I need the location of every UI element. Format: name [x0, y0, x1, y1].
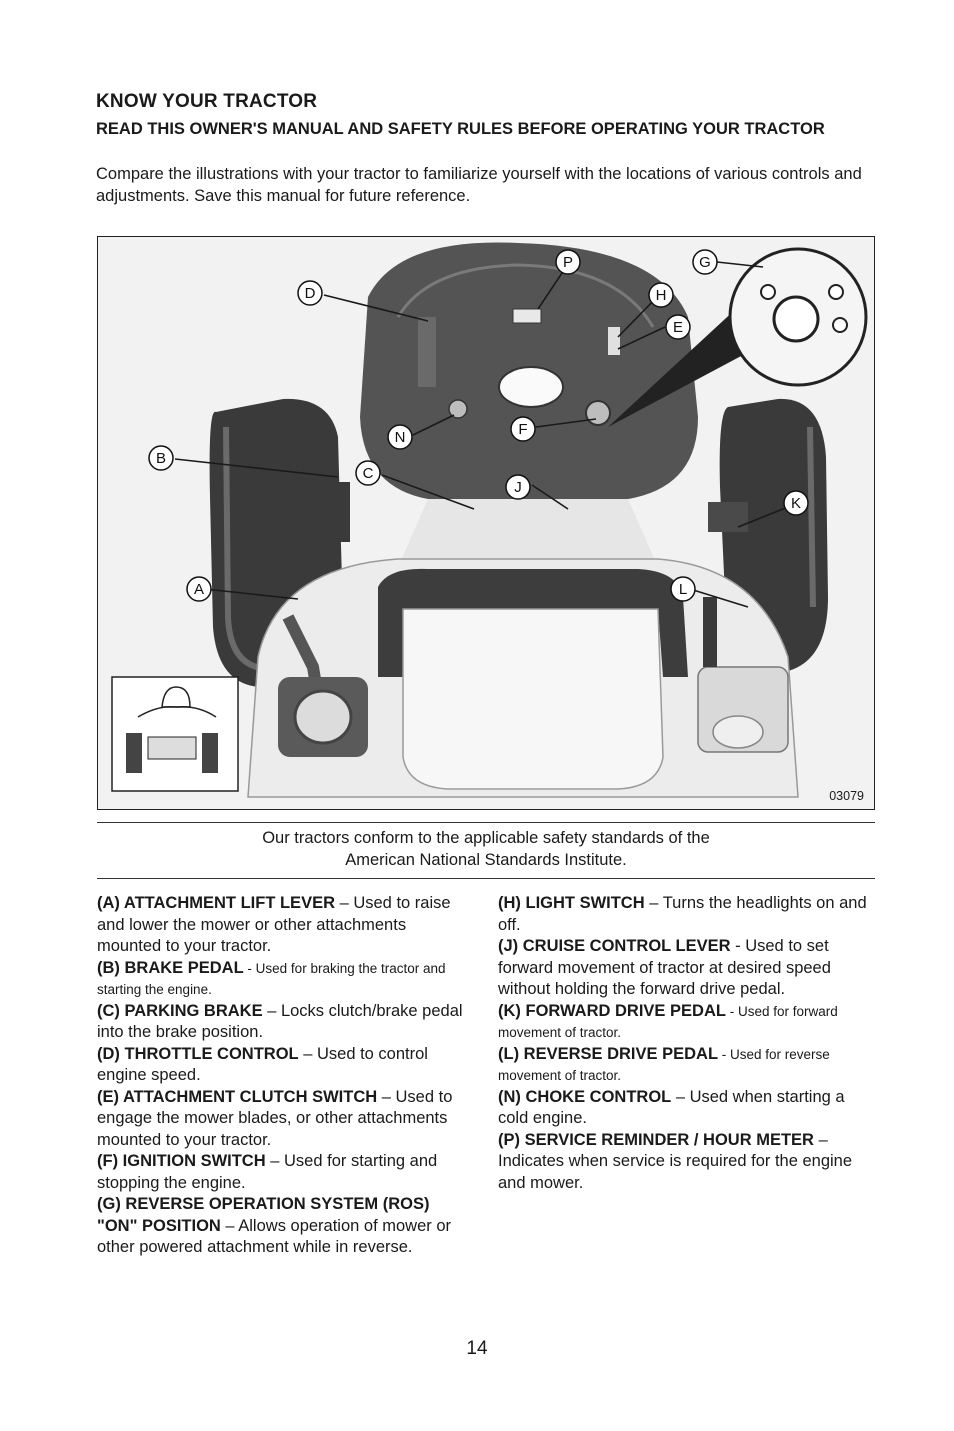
control-description: (J) CRUISE CONTROL LEVER - Used to set f…: [498, 936, 874, 1001]
callout-l: L: [670, 576, 696, 602]
control-desc: - Used for forward movement of tractor.: [498, 1003, 838, 1041]
control-desc: – Used to control engine speed.: [97, 1044, 428, 1085]
control-term: (F) IGNITION SWITCH: [97, 1152, 266, 1170]
svg-text:B: B: [156, 450, 166, 467]
control-description: (H) LIGHT SWITCH – Turns the headlights …: [498, 893, 874, 936]
svg-text:P: P: [563, 254, 573, 271]
svg-text:H: H: [656, 287, 667, 304]
callout-f: F: [510, 416, 536, 442]
svg-text:L: L: [679, 581, 687, 598]
control-term: (J) CRUISE CONTROL LEVER: [498, 937, 731, 955]
control-desc: – Used to engage the mower blades, or ot…: [97, 1087, 453, 1149]
control-desc: - Used for reverse movement of tractor.: [498, 1046, 830, 1084]
control-term: (G) REVERSE OPERATION SYSTEM (ROS) "ON" …: [97, 1195, 430, 1235]
control-desc: – Indicates when service is required for…: [498, 1130, 853, 1192]
callout-e: E: [665, 314, 691, 340]
control-description: (L) REVERSE DRIVE PEDAL - Used for rever…: [498, 1044, 874, 1087]
callout-leaders: [174, 261, 794, 608]
callout-a: A: [186, 576, 212, 602]
control-description: (E) ATTACHMENT CLUTCH SWITCH – Used to e…: [97, 1087, 473, 1152]
safety-subheading: READ THIS OWNER'S MANUAL AND SAFETY RULE…: [96, 120, 825, 138]
control-desc: – Allows operation of mower or other pow…: [97, 1216, 452, 1257]
control-term: (E) ATTACHMENT CLUTCH SWITCH: [97, 1087, 378, 1106]
controls-list-right: (H) LIGHT SWITCH – Turns the headlights …: [498, 893, 874, 1194]
control-term: (L) REVERSE DRIVE PEDAL: [498, 1044, 719, 1063]
callout-p: P: [555, 249, 581, 275]
control-description: (K) FORWARD DRIVE PEDAL - Used for forwa…: [498, 1001, 874, 1044]
control-description: (N) CHOKE CONTROL – Used when starting a…: [498, 1087, 874, 1130]
control-desc: – Turns the headlights on and off.: [498, 894, 867, 934]
control-description: (C) PARKING BRAKE – Locks clutch/brake p…: [97, 1001, 473, 1044]
control-desc: – Used when starting a cold engine.: [498, 1087, 845, 1128]
callout-k: K: [783, 490, 809, 516]
control-description: (A) ATTACHMENT LIFT LEVER – Used to rais…: [97, 893, 473, 958]
control-term: (C) PARKING BRAKE: [97, 1001, 263, 1020]
callout-labels: P G D H E N F B C J K A L: [148, 249, 809, 602]
section-heading: KNOW YOUR TRACTOR: [96, 91, 318, 112]
control-description: (G) REVERSE OPERATION SYSTEM (ROS) "ON" …: [97, 1194, 473, 1259]
tractor-drawing: [98, 237, 874, 809]
control-term: (A) ATTACHMENT LIFT LEVER: [97, 894, 335, 912]
svg-text:N: N: [395, 429, 406, 446]
svg-text:K: K: [791, 495, 801, 512]
svg-text:F: F: [518, 421, 527, 438]
caption-line-1: Our tractors conform to the applicable s…: [262, 829, 710, 847]
control-term: (B) BRAKE PEDAL: [97, 958, 244, 977]
control-desc: - Used to set forward movement of tracto…: [498, 937, 831, 998]
svg-text:E: E: [673, 319, 683, 336]
control-description: (B) BRAKE PEDAL - Used for braking the t…: [97, 958, 473, 1001]
callout-c: C: [355, 460, 381, 486]
control-term: (K) FORWARD DRIVE PEDAL: [498, 1001, 726, 1020]
callout-b: B: [148, 445, 174, 471]
svg-text:J: J: [514, 479, 522, 496]
control-desc: - Used for braking the tractor and start…: [97, 960, 446, 998]
control-term: (D) THROTTLE CONTROL: [97, 1044, 299, 1063]
control-term: (P) SERVICE REMINDER / HOUR METER: [498, 1130, 814, 1149]
control-desc: – Used for starting and stopping the eng…: [97, 1152, 438, 1192]
control-desc: – Locks clutch/brake pedal into the brak…: [97, 1001, 463, 1042]
caption-top-rule: [97, 822, 875, 823]
svg-text:D: D: [305, 285, 316, 302]
svg-text:A: A: [194, 581, 204, 598]
control-term: (H) LIGHT SWITCH: [498, 894, 645, 912]
intro-paragraph: Compare the illustrations with your trac…: [96, 165, 862, 205]
callout-h: H: [648, 282, 674, 308]
figure-number: 03079: [829, 789, 864, 803]
svg-text:C: C: [363, 465, 374, 482]
control-description: (F) IGNITION SWITCH – Used for starting …: [97, 1151, 473, 1194]
controls-list-left: (A) ATTACHMENT LIFT LEVER – Used to rais…: [97, 893, 473, 1259]
control-description: (D) THROTTLE CONTROL – Used to control e…: [97, 1044, 473, 1087]
control-term: (N) CHOKE CONTROL: [498, 1087, 672, 1106]
caption-bottom-rule: [97, 878, 875, 879]
tractor-illustration: P G D H E N F B C J K A L 03079: [97, 236, 875, 810]
page-number: 14: [466, 1338, 488, 1359]
callout-g: G: [692, 249, 718, 275]
callout-n: N: [387, 424, 413, 450]
caption-line-2: American National Standards Institute.: [345, 851, 627, 869]
standards-caption: Our tractors conform to the applicable s…: [97, 827, 875, 871]
svg-text:G: G: [699, 254, 711, 271]
callout-j: J: [505, 474, 531, 500]
control-description: (P) SERVICE REMINDER / HOUR METER – Indi…: [498, 1130, 874, 1195]
control-desc: – Used to raise and lower the mower or o…: [97, 894, 451, 955]
callout-d: D: [297, 280, 323, 306]
